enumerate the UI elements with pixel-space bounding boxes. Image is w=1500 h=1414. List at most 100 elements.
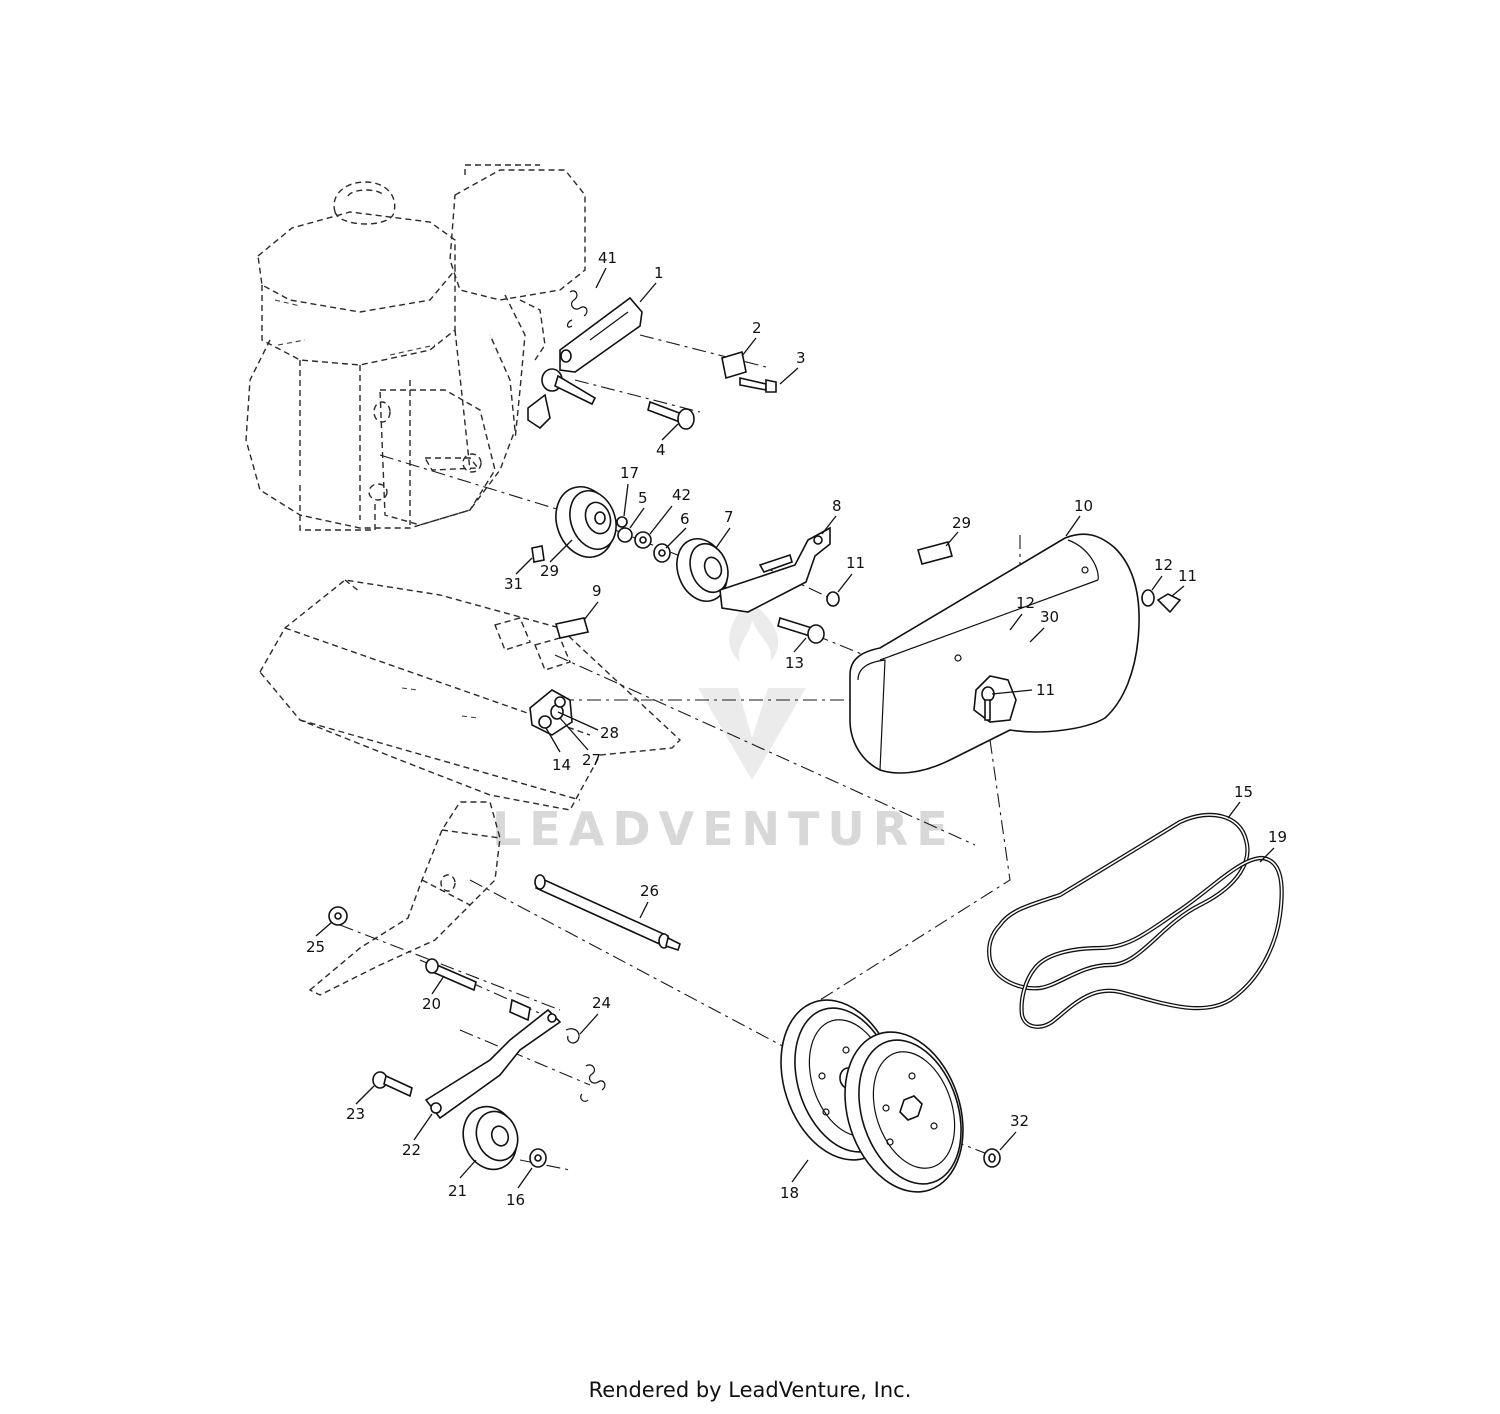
callout-line	[1227, 801, 1241, 819]
callout-line	[623, 483, 629, 517]
callout-label: 3	[796, 349, 806, 367]
footer-credit: Rendered by LeadVenture, Inc.	[588, 1378, 912, 1402]
callout-11: 11	[991, 681, 1055, 699]
callout-label: 21	[448, 1182, 467, 1200]
callout-label: 9	[592, 582, 602, 600]
callout-28: 28	[557, 711, 619, 742]
callout-label: 18	[780, 1184, 799, 1202]
part-23-tension-arm	[424, 998, 562, 1120]
callout-15: 15	[1227, 783, 1253, 819]
callout-11: 11	[837, 554, 865, 593]
callout-line	[649, 505, 673, 535]
callout-label: 28	[600, 724, 619, 742]
part-16-washer	[983, 1148, 1001, 1168]
callout-line	[741, 337, 757, 357]
callout-label: 13	[785, 654, 804, 672]
callout-label: 1	[654, 264, 664, 282]
callout-30: 30	[1029, 608, 1059, 643]
callout-label: 30	[1040, 608, 1059, 626]
callout-20: 20	[422, 975, 445, 1013]
callout-label: 8	[832, 497, 842, 515]
part-18-drive-pulley	[844, 1031, 964, 1193]
callout-line	[945, 531, 959, 547]
callout-line	[517, 1167, 533, 1189]
callout-line	[557, 711, 599, 731]
part-17-setscrew	[616, 516, 628, 528]
callout-2: 2	[741, 319, 762, 357]
callout-7: 7	[715, 508, 734, 549]
callout-32: 32	[999, 1112, 1029, 1151]
callout-label: 10	[1074, 497, 1093, 515]
callout-line	[629, 507, 645, 529]
part-11-washer-a	[826, 591, 840, 607]
callout-label: 17	[620, 464, 639, 482]
callout-11: 11	[1171, 567, 1197, 597]
callout-23: 23	[346, 1085, 375, 1123]
callout-line	[665, 527, 687, 549]
callout-label: 26	[640, 882, 659, 900]
callout-line	[661, 423, 679, 441]
callout-line	[579, 1013, 599, 1035]
callout-10: 10	[1065, 497, 1093, 537]
part-29-clip-lower	[554, 617, 590, 639]
callout-label: 5	[638, 489, 648, 507]
callout-6: 6	[665, 510, 690, 549]
callout-label: 7	[724, 508, 734, 526]
callout-18: 18	[780, 1159, 809, 1202]
part-7-idler-pulley	[676, 538, 729, 602]
callout-label: 20	[422, 995, 441, 1013]
callout-label: 29	[540, 562, 559, 580]
callout-line	[837, 573, 853, 593]
callout-label: 11	[1036, 681, 1055, 699]
callout-29: 29	[540, 539, 573, 580]
callout-line	[559, 717, 589, 751]
callout-21: 21	[448, 1159, 477, 1200]
callout-24: 24	[579, 994, 611, 1035]
part-2-clip	[721, 350, 747, 380]
part-41-spring	[566, 290, 588, 328]
callout-line	[1009, 613, 1023, 631]
tine-shield-outline	[259, 579, 682, 811]
callout-line	[583, 601, 599, 621]
part-3-bolt	[739, 376, 777, 393]
callout-line	[549, 539, 573, 563]
part-29-clip-upper	[917, 541, 953, 565]
callout-label: 12	[1016, 594, 1035, 612]
callout-line	[821, 515, 837, 535]
callout-line	[515, 557, 533, 575]
callout-27: 27	[559, 717, 601, 769]
watermark-text: LEADVENTURE	[492, 802, 956, 856]
callout-4: 4	[656, 423, 679, 459]
part-21-nut	[529, 1148, 547, 1168]
part-15-belt	[1019, 855, 1284, 1029]
part-6-nut	[653, 543, 671, 563]
callout-25: 25	[306, 921, 333, 956]
callout-5: 5	[629, 489, 648, 529]
callout-14: 14	[545, 727, 571, 774]
callout-label: 32	[1010, 1112, 1029, 1130]
callout-29: 29	[945, 514, 971, 547]
callout-line	[315, 921, 333, 937]
callout-label: 19	[1268, 828, 1287, 846]
callout-line	[1171, 585, 1185, 597]
callout-label: 16	[506, 1191, 525, 1209]
callout-label: 11	[1178, 567, 1197, 585]
callout-line	[791, 1159, 809, 1183]
callout-label: 42	[672, 486, 691, 504]
callout-line	[991, 689, 1033, 695]
part-10-belt-cover	[849, 533, 1140, 774]
callout-line	[999, 1131, 1017, 1151]
watermark-logo	[698, 600, 806, 780]
callout-label: 6	[680, 510, 690, 528]
callout-line	[639, 282, 657, 303]
part-14-belt	[987, 812, 1250, 991]
callout-line	[545, 727, 561, 753]
part-19-shaft	[534, 874, 681, 952]
callout-13: 13	[785, 637, 807, 672]
callout-12: 12	[1009, 594, 1035, 631]
callout-19: 19	[1259, 828, 1287, 863]
callout-line	[1259, 847, 1275, 863]
part-11-washer-b	[1141, 589, 1155, 607]
